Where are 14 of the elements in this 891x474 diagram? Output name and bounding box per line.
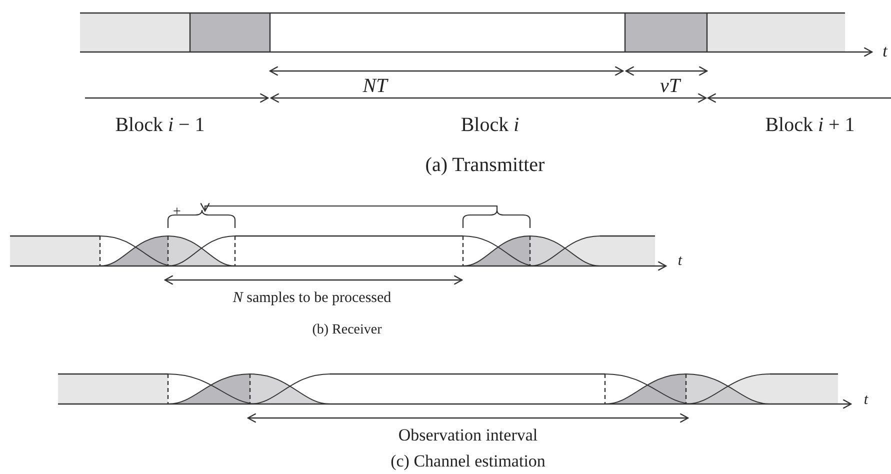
axis-label: t	[864, 392, 868, 408]
dimension-label: νT	[660, 75, 680, 97]
dimension-label: NT	[362, 75, 388, 97]
figure-caption: (b) Receiver	[312, 322, 382, 338]
figure-caption: (c) Channel estimation	[390, 452, 546, 472]
block-label: Block i	[460, 114, 520, 136]
dimension-label: Observation interval	[398, 426, 538, 446]
figure-caption: (a) Transmitter	[425, 154, 545, 176]
dimension-label: N samples to be processed	[232, 290, 392, 306]
axis-label: t	[882, 42, 888, 62]
sign-label: +	[173, 204, 181, 220]
block-label: Block i + 1	[765, 114, 855, 136]
axis-label: t	[678, 252, 682, 270]
block-label: Block i − 1	[115, 114, 205, 136]
